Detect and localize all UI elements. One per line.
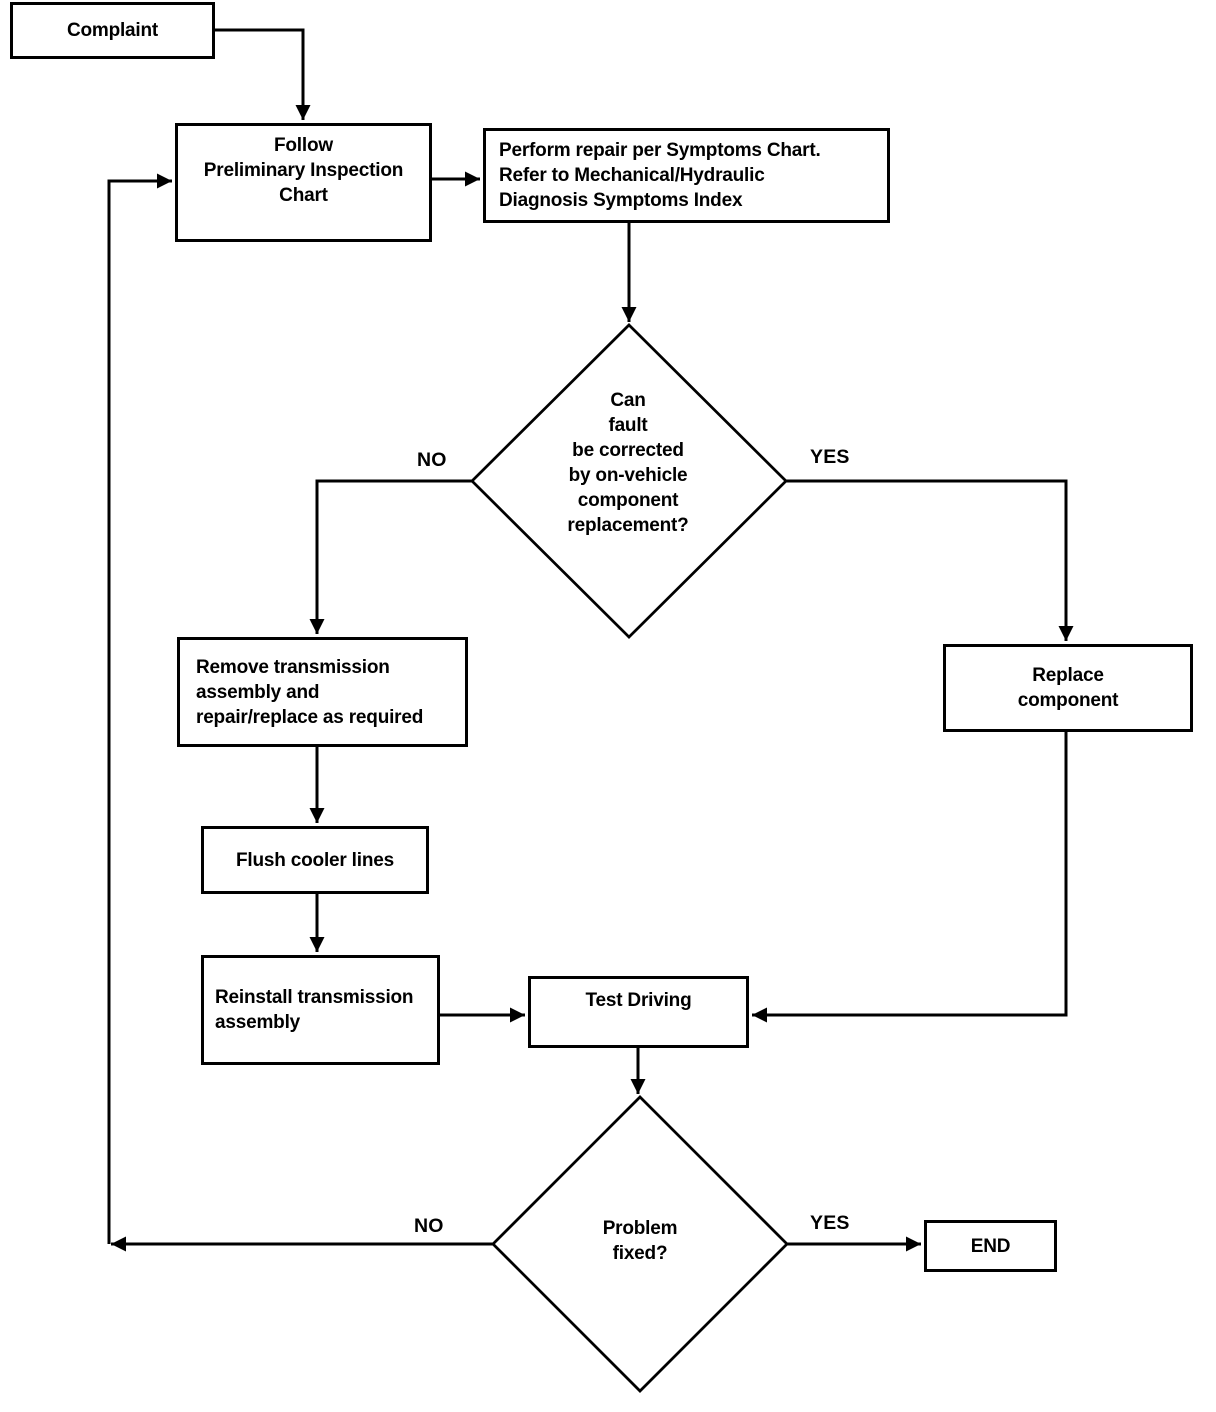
node-end-label: END bbox=[970, 1235, 1011, 1257]
node-reinstall-label: Reinstall transmission assembly bbox=[215, 987, 414, 1033]
node-complaint-label: Complaint bbox=[66, 20, 159, 41]
decision-fault-label: Can fault be corrected by on-vehicle com… bbox=[567, 390, 689, 536]
node-perform-repair: Perform repair per Symptoms Chart. Refer… bbox=[483, 128, 890, 223]
edge-label-fault-yes: YES bbox=[810, 446, 850, 468]
node-follow-preliminary-inspection: Follow Preliminary Inspection Chart bbox=[175, 123, 432, 242]
node-flush-cooler-lines: Flush cooler lines bbox=[201, 826, 429, 894]
edge-label-fixed-yes: YES bbox=[810, 1212, 850, 1234]
edge-fault-yes-to-replace bbox=[786, 479, 1074, 641]
node-remove-transmission: Remove transmission assembly and repair/… bbox=[177, 637, 468, 747]
edge-label-fault-no: NO bbox=[417, 449, 447, 471]
node-reinstall-transmission: Reinstall transmission assembly bbox=[201, 955, 440, 1065]
edge-complaint-to-follow bbox=[215, 28, 311, 120]
node-end: END bbox=[924, 1220, 1057, 1272]
node-remove-label: Remove transmission assembly and repair/… bbox=[196, 656, 424, 728]
decision-fault-shape bbox=[470, 323, 788, 639]
edge-return-to-follow bbox=[107, 173, 172, 1244]
edge-label-fixed-no: NO bbox=[414, 1215, 444, 1237]
edge-replace-to-test-driving bbox=[752, 732, 1068, 1023]
node-flush-label: Flush cooler lines bbox=[236, 849, 394, 871]
edge-fault-no-to-remove bbox=[309, 479, 472, 634]
node-replace-component: Replace component bbox=[943, 644, 1193, 732]
node-test-driving: Test Driving bbox=[528, 976, 749, 1048]
node-follow-label: Follow Preliminary Inspection Chart bbox=[203, 135, 404, 206]
decision-fixed-shape bbox=[491, 1095, 789, 1393]
node-test-driving-label: Test Driving bbox=[585, 990, 692, 1011]
node-complaint: Complaint bbox=[10, 2, 215, 59]
node-replace-label: Replace component bbox=[1017, 665, 1119, 711]
decision-fixed-label: Problem fixed? bbox=[602, 1218, 678, 1264]
node-perform-label: Perform repair per Symptoms Chart. Refer… bbox=[499, 140, 821, 211]
